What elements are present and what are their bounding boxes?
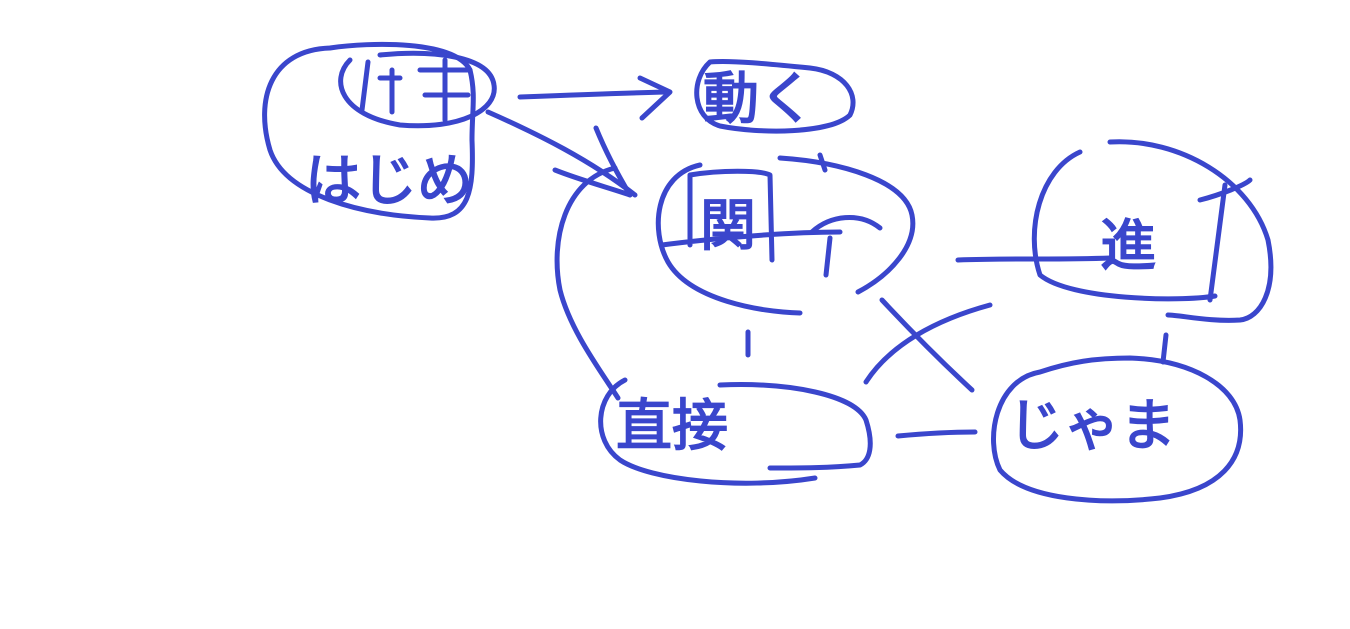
stroke-tick [745,152,828,358]
node-shin: 進 [1031,139,1274,323]
node-label-hajime: はじめ [305,149,473,214]
kanji-strokes [1197,177,1253,303]
node-outline [655,155,916,316]
node-label-chokusetsu: 直接 [616,394,728,459]
node-kan: 関 [655,155,916,316]
node-ugoku: 動く [694,58,856,134]
edges [485,75,1169,439]
arrow-head [637,75,673,121]
inner-box [659,168,843,263]
node-outline [1031,139,1274,323]
node-outline [694,58,856,134]
node-chokusetsu: 直接 [598,377,873,486]
kanji-strokes [809,214,883,278]
node-jama: じゃま [991,355,1244,504]
edge-shin-to-jama [1160,332,1169,365]
arrow-saku-to-ugoku [517,89,671,100]
node-label-jama: じゃま [1008,394,1176,459]
kanji-strokes [359,57,473,123]
inner-ellipse [338,50,497,129]
edge-chokusetsu-to-jama [895,429,978,439]
edge-kan-to-chokusetsu [554,165,621,401]
node-label-ugoku: 動く [703,67,815,132]
arrow-head [552,125,633,198]
node-label-kan: 関 [700,194,756,259]
node-outline [598,377,873,486]
edge-chokusetsu-to-shin [863,302,993,385]
node-outline [991,355,1244,504]
edge-kan-to-shin [955,255,1113,263]
edge-kan-to-jama [879,297,975,393]
node-saku-hajime: はじめ [262,41,497,221]
node-label-shin: 進 [1100,214,1156,279]
arrow-saku-to-kan [485,109,638,198]
